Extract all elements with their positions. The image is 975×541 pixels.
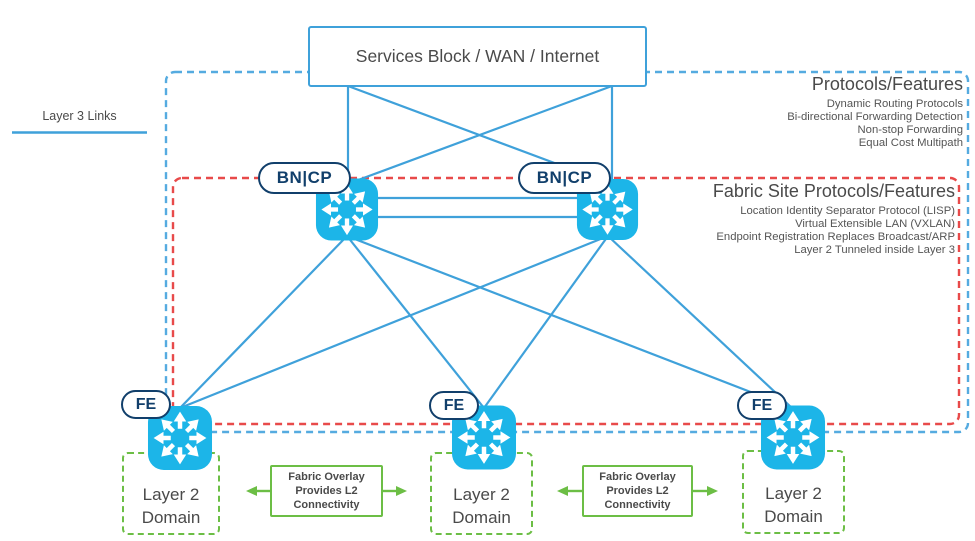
layer3-link xyxy=(179,235,348,409)
fabric-overlay-label: Fabric Overlay Provides L2 Connectivity xyxy=(599,470,676,512)
layer3-link xyxy=(483,235,609,409)
layer2-domain-label: Layer 2 Domain xyxy=(452,485,511,528)
services-block-label: Services Block / WAN / Internet xyxy=(355,46,600,66)
fabric-edge-badge-2: FE xyxy=(429,391,479,420)
layer3-link xyxy=(349,84,613,185)
fabric-edge-label: FE xyxy=(443,396,465,414)
protocols-panel-item: Dynamic Routing Protocols xyxy=(826,98,963,110)
layer3-link xyxy=(346,235,485,409)
protocols-panel-item: Equal Cost Multipath xyxy=(858,137,963,149)
fabric-overlay-label: Fabric Overlay Provides L2 Connectivity xyxy=(288,470,365,512)
fabric-site-panel-item: Virtual Extensible LAN (VXLAN) xyxy=(795,218,955,230)
overlay-arrow-right-2 xyxy=(692,486,718,496)
layer2-domain-label: Layer 2 Domain xyxy=(141,485,201,528)
protocols-panel-item: Non-stop Forwarding xyxy=(857,124,963,136)
services-block: Services Block / WAN / Internet xyxy=(308,26,647,87)
fabric-site-panel-item: Layer 2 Tunneled inside Layer 3 xyxy=(794,244,955,256)
overlay-arrow-left-1 xyxy=(246,486,271,496)
layer3-link xyxy=(179,234,609,410)
layer3-link xyxy=(607,235,793,409)
overlay-arrow-left-2 xyxy=(557,486,583,496)
legend-label: Layer 3 Links xyxy=(42,109,117,123)
fabric-edge-label: FE xyxy=(751,396,773,414)
fabric-overlay-note-2: Fabric Overlay Provides L2 Connectivity xyxy=(582,465,693,517)
border-node-badge-1: BN|CP xyxy=(258,162,351,194)
layer2-domain-box-2: Layer 2 Domain xyxy=(430,452,533,535)
fabric-edge-badge-3: FE xyxy=(737,391,787,420)
protocols-panel-item: Bi-directional Forwarding Detection xyxy=(787,111,963,123)
fabric-edge-badge-1: FE xyxy=(121,390,171,419)
fabric-edge-label: FE xyxy=(135,395,157,413)
fabric-site-panel-item: Endpoint Registration Replaces Broadcast… xyxy=(716,231,955,243)
protocols-panel: Protocols/Features Dynamic Routing Proto… xyxy=(603,74,963,150)
fabric-site-panel-item: Location Identity Separator Protocol (LI… xyxy=(740,205,955,217)
fabric-site-panel-title: Fabric Site Protocols/Features xyxy=(712,181,955,201)
layer3-link xyxy=(346,234,793,410)
protocols-panel-title: Protocols/Features xyxy=(811,74,963,94)
overlay-arrow-right-1 xyxy=(382,486,407,496)
border-node-label: BN|CP xyxy=(276,168,333,187)
layer2-domain-label: Layer 2 Domain xyxy=(764,484,823,527)
fabric-site-panel: Fabric Site Protocols/Features Location … xyxy=(555,181,955,257)
border-node-label: BN|CP xyxy=(536,168,593,187)
border-node-badge-2: BN|CP xyxy=(518,162,611,194)
fabric-overlay-note-1: Fabric Overlay Provides L2 Connectivity xyxy=(270,465,383,517)
